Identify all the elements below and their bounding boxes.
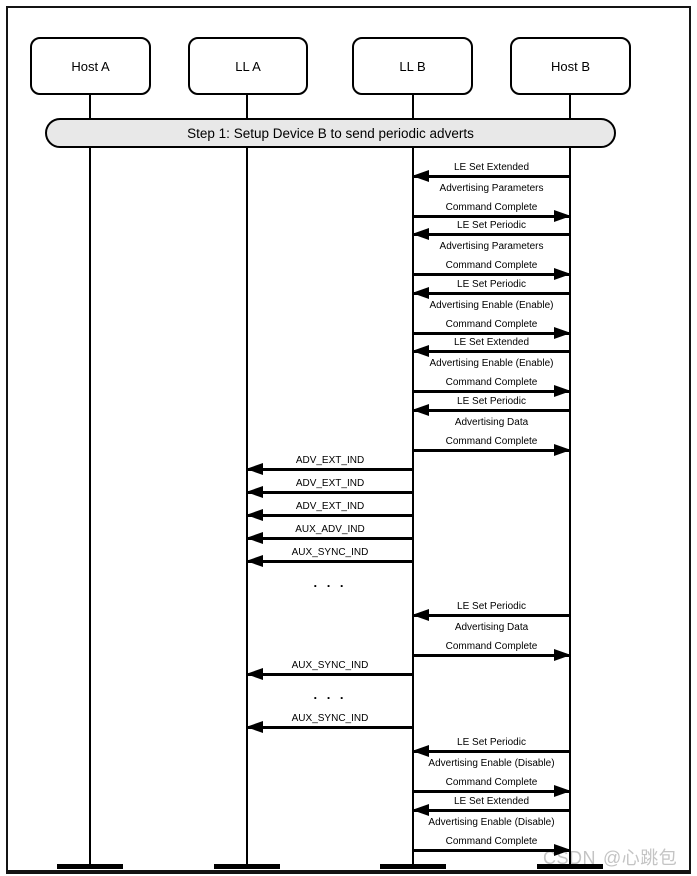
message-arrow-right — [413, 444, 571, 456]
message-label: AUX_SYNC_IND — [291, 547, 369, 558]
message-arrow-left — [246, 532, 413, 544]
message-label: LE Set Periodic — [457, 279, 526, 290]
message-arrow-left — [246, 509, 413, 521]
message-label: Command Complete — [445, 377, 538, 388]
step-banner-label: Step 1: Setup Device B to send periodic … — [187, 125, 474, 141]
terminator-ll-b — [380, 864, 446, 869]
message-label: AUX_SYNC_IND — [291, 713, 369, 724]
message-label: LE Set Periodic — [457, 737, 526, 748]
message-label: Command Complete — [445, 836, 538, 847]
message-label: Command Complete — [445, 641, 538, 652]
terminator-host-b — [537, 864, 603, 869]
participant-box-ll-b: LL B — [352, 37, 473, 95]
message-label: AUX_SYNC_IND — [291, 660, 369, 671]
message-label: ADV_EXT_IND — [295, 455, 365, 466]
message-label: Advertising Parameters — [439, 183, 544, 194]
message-arrow-left — [412, 345, 570, 357]
message-arrow-right — [413, 210, 571, 222]
watermark-handle: @心跳包 — [603, 848, 678, 868]
message-label: Command Complete — [445, 777, 538, 788]
message-label: Advertising Enable (Enable) — [429, 358, 554, 369]
participant-label: LL B — [399, 58, 426, 74]
message-label: LE Set Periodic — [457, 220, 526, 231]
message-label: LE Set Extended — [453, 796, 530, 807]
message-label: LE Set Extended — [453, 162, 530, 173]
ellipsis: . . . — [313, 575, 347, 590]
step-banner: Step 1: Setup Device B to send periodic … — [45, 118, 616, 148]
message-label: AUX_ADV_IND — [295, 524, 365, 535]
terminator-ll-a — [214, 864, 280, 869]
participant-box-ll-a: LL A — [188, 37, 308, 95]
participant-box-host-a: Host A — [30, 37, 151, 95]
message-arrow-right — [413, 785, 571, 797]
participant-label: Host A — [71, 58, 110, 74]
message-label: LE Set Periodic — [457, 601, 526, 612]
diagram-frame — [6, 6, 691, 874]
message-arrow-left — [412, 609, 570, 621]
lifeline-host-b — [569, 95, 571, 864]
message-label: Command Complete — [445, 436, 538, 447]
message-arrow-right — [413, 268, 571, 280]
participant-label: Host B — [550, 58, 590, 74]
message-label: LE Set Extended — [453, 337, 530, 348]
message-arrow-right — [413, 649, 571, 661]
message-label: Command Complete — [445, 319, 538, 330]
message-label: ADV_EXT_IND — [295, 478, 365, 489]
message-arrow-left — [246, 668, 413, 680]
terminator-host-a — [57, 864, 123, 869]
lifeline-ll-a — [246, 95, 248, 864]
message-label: Advertising Enable (Disable) — [428, 758, 555, 769]
message-label: Advertising Data — [454, 622, 529, 633]
message-arrow-right — [413, 844, 571, 856]
message-arrow-left — [246, 463, 413, 475]
message-arrow-left — [246, 721, 413, 733]
message-label: Advertising Enable (Enable) — [429, 300, 554, 311]
message-arrow-left — [412, 228, 570, 240]
lifeline-ll-b — [412, 95, 414, 864]
message-arrow-right — [413, 385, 571, 397]
message-arrow-left — [412, 804, 570, 816]
message-label: LE Set Periodic — [457, 396, 526, 407]
message-label: ADV_EXT_IND — [295, 501, 365, 512]
message-arrow-right — [413, 327, 571, 339]
participant-label: LL A — [235, 58, 261, 74]
lifeline-host-a — [89, 95, 91, 864]
message-label: Command Complete — [445, 202, 538, 213]
message-label: Advertising Parameters — [439, 241, 544, 252]
message-arrow-left — [246, 555, 413, 567]
message-arrow-left — [246, 486, 413, 498]
message-arrow-left — [412, 287, 570, 299]
message-label: Advertising Enable (Disable) — [428, 817, 555, 828]
message-arrow-left — [412, 404, 570, 416]
ellipsis: . . . — [313, 687, 347, 702]
message-arrow-left — [412, 170, 570, 182]
message-label: Advertising Data — [454, 417, 529, 428]
message-label: Command Complete — [445, 260, 538, 271]
participant-box-host-b: Host B — [510, 37, 631, 95]
message-arrow-left — [412, 745, 570, 757]
